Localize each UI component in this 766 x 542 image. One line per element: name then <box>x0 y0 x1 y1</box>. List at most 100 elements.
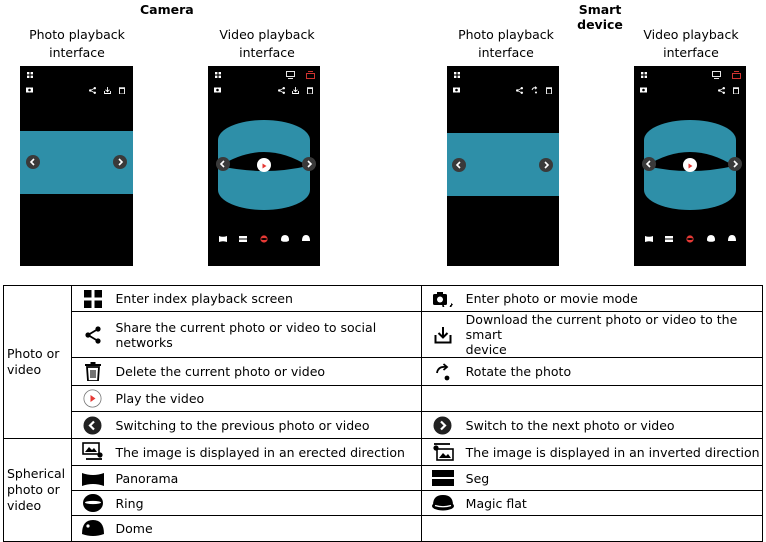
section-label-line: Photo or <box>7 346 60 361</box>
legend-text: Switching to the previous photo or video <box>113 411 423 439</box>
caption-line: interface <box>239 45 295 60</box>
legend-text: Dome <box>113 515 423 542</box>
legend-empty-cell <box>421 515 464 542</box>
section-label-line: video <box>7 362 42 377</box>
camera-heading: Camera <box>140 2 194 17</box>
legend-text: Delete the current photo or video <box>113 357 423 386</box>
legend-icon-cell <box>421 411 464 439</box>
legend-text: The image is displayed in an inverted di… <box>463 438 763 466</box>
legend-empty-cell <box>421 385 464 412</box>
share-icon[interactable] <box>516 87 523 94</box>
next-icon[interactable] <box>728 157 742 171</box>
trash-icon <box>84 362 101 381</box>
caption-line: interface <box>663 45 719 60</box>
legend-icon-cell <box>71 515 114 542</box>
camera-mode-icon[interactable] <box>214 86 222 93</box>
trash-icon[interactable] <box>119 87 125 94</box>
legend-icon-cell <box>421 465 464 491</box>
inverted-direction-icon[interactable] <box>732 71 741 79</box>
play-icon <box>83 389 102 408</box>
rotate-icon <box>436 362 450 380</box>
panorama-icon[interactable] <box>645 236 653 242</box>
section-label-line: Spherical <box>7 466 66 481</box>
caption-line: Photo playback <box>29 27 125 42</box>
legend-text: Seg <box>463 465 763 491</box>
grid-icon[interactable] <box>454 72 460 78</box>
trash-icon[interactable] <box>546 87 552 94</box>
legend-text: Magic flat <box>463 490 763 516</box>
table-row: Delete the current photo or video Rotate… <box>4 357 763 386</box>
legend-text: Panorama <box>113 465 423 491</box>
next-icon[interactable] <box>113 155 127 169</box>
section-label-line: video <box>7 498 42 513</box>
rotate-icon[interactable] <box>531 86 538 94</box>
next-icon[interactable] <box>302 157 316 171</box>
seg-icon[interactable] <box>239 236 247 242</box>
next-icon[interactable] <box>539 158 553 172</box>
ring-icon[interactable] <box>260 235 268 243</box>
legend-icon-cell <box>71 311 114 358</box>
play-icon[interactable] <box>257 158 271 172</box>
grid-icon[interactable] <box>641 72 647 78</box>
legend-empty-cell <box>463 515 763 542</box>
previous-icon[interactable] <box>452 158 466 172</box>
grid-icon[interactable] <box>215 72 221 78</box>
camera-mode-icon[interactable] <box>453 86 461 93</box>
device-photo-caption: Photo playback interface <box>436 26 576 62</box>
previous-icon[interactable] <box>26 155 40 169</box>
camera-mode-icon[interactable] <box>640 86 648 93</box>
legend-icon-cell <box>71 285 114 312</box>
legend-icon-cell <box>421 438 464 466</box>
trash-icon[interactable] <box>733 87 739 94</box>
camera-photo-caption: Photo playback interface <box>7 26 147 62</box>
legend-empty-cell <box>463 385 763 412</box>
magic-flat-icon[interactable] <box>707 235 715 242</box>
caption-line: Video playback <box>643 27 739 42</box>
caption-line: interface <box>49 45 105 60</box>
legend-text: The image is displayed in an erected dir… <box>113 438 423 466</box>
camera-mode-icon <box>432 291 453 307</box>
download-icon[interactable] <box>104 87 111 94</box>
ring-icon <box>82 494 103 512</box>
dome-icon <box>81 520 104 536</box>
magic-flat-icon[interactable] <box>281 235 289 242</box>
table-row: Switching to the previous photo or video… <box>4 411 763 439</box>
grid-icon[interactable] <box>27 72 33 78</box>
download-icon[interactable] <box>292 87 299 94</box>
legend-icon-cell <box>71 490 114 516</box>
caption-line: Photo playback <box>458 27 554 42</box>
legend-text: Enter index playback screen <box>113 285 423 312</box>
dome-icon[interactable] <box>728 235 736 242</box>
next-icon <box>433 416 452 434</box>
dome-icon[interactable] <box>302 235 310 242</box>
legend-text: Share the current photo or video to soci… <box>113 311 423 358</box>
icon-legend-table: Photo or video Enter index playback scre… <box>3 285 763 542</box>
legend-text: Play the video <box>113 385 423 412</box>
erected-direction-icon[interactable] <box>712 71 721 79</box>
camera-mode-icon[interactable] <box>26 86 34 93</box>
previous-icon[interactable] <box>642 157 656 171</box>
caption-line: interface <box>478 45 534 60</box>
legend-icon-cell <box>71 438 114 466</box>
download-icon <box>434 326 452 343</box>
share-icon[interactable] <box>89 87 96 94</box>
previous-icon <box>83 416 102 434</box>
seg-icon[interactable] <box>665 236 673 242</box>
trash-icon[interactable] <box>307 87 313 94</box>
inverted-direction-icon[interactable] <box>306 71 315 79</box>
previous-icon[interactable] <box>216 157 230 171</box>
legend-icon-cell <box>71 357 114 386</box>
panorama-icon[interactable] <box>219 236 227 242</box>
erected-direction-icon[interactable] <box>286 71 295 79</box>
magic-flat-icon <box>431 495 454 511</box>
legend-text: Ring <box>113 490 423 516</box>
table-row: Spherical photo or video The image is di… <box>3 438 763 542</box>
share-icon[interactable] <box>718 87 725 94</box>
camera-photo-screen <box>20 66 133 266</box>
device-video-caption: Video playback interface <box>621 26 761 62</box>
ring-icon[interactable] <box>686 235 694 243</box>
play-icon[interactable] <box>683 158 697 172</box>
share-icon <box>85 325 101 344</box>
share-icon[interactable] <box>278 87 285 94</box>
device-video-screen <box>634 66 746 266</box>
